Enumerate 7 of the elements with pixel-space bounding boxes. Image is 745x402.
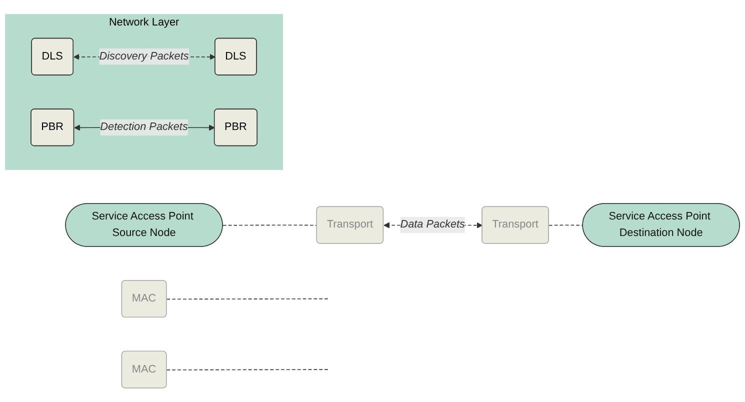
edge-label: Discovery Packets <box>99 50 189 62</box>
connector <box>222 224 318 226</box>
connector <box>548 224 584 226</box>
connector <box>166 368 330 370</box>
connector <box>166 298 330 300</box>
edge-label: Data Packets <box>400 218 465 230</box>
edge-label: Detection Packets <box>100 121 188 133</box>
